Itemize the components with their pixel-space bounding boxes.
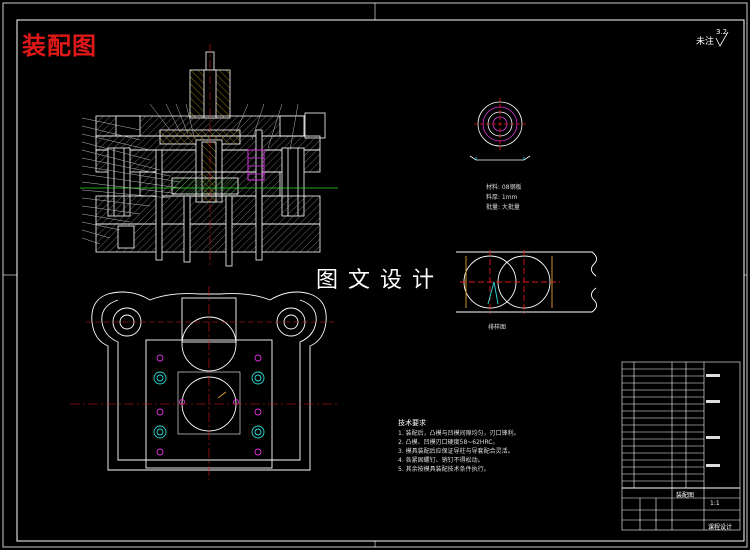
title-block-drawing-name: 装配图 <box>676 492 695 499</box>
corner-note: 未注 <box>696 37 715 47</box>
tech-req-line: 4. 各紧固螺钉、销钉不得松动。 <box>398 457 484 464</box>
tech-req-line: 5. 其余按模具装配技术条件执行。 <box>398 466 490 473</box>
tech-req-line: 3. 模具装配后应保证导柱与导套配合灵活。 <box>398 448 514 455</box>
section-view <box>80 44 338 267</box>
part-info-material: 材料: 08钢板 <box>486 184 522 191</box>
plan-view <box>70 286 340 480</box>
watermark: 图文设计 <box>312 262 449 294</box>
tech-req-line: 1. 装配后，凸模与凹模间隙均匀，刃口锋利。 <box>398 430 520 437</box>
title-block <box>621 361 741 531</box>
title-block-scale: 1:1 <box>710 500 720 507</box>
part-info-thickness: 料厚: 1mm <box>486 194 518 201</box>
strip-layout-label: 排样图 <box>488 324 507 331</box>
part-info-batch: 批量: 大批量 <box>486 204 520 211</box>
strip-layout <box>456 250 597 314</box>
title-block-school: 课程设计 <box>708 524 733 531</box>
tech-requirements-title: 技术要求 <box>398 419 426 427</box>
drawing-title: 装配图 <box>22 32 97 60</box>
part-drawing <box>469 98 531 161</box>
tech-req-line: 2. 凸模、凹模刃口硬度58~62HRC。 <box>398 439 499 446</box>
roughness-symbol-icon <box>715 31 729 47</box>
roughness-value: 3.2 <box>716 28 728 36</box>
